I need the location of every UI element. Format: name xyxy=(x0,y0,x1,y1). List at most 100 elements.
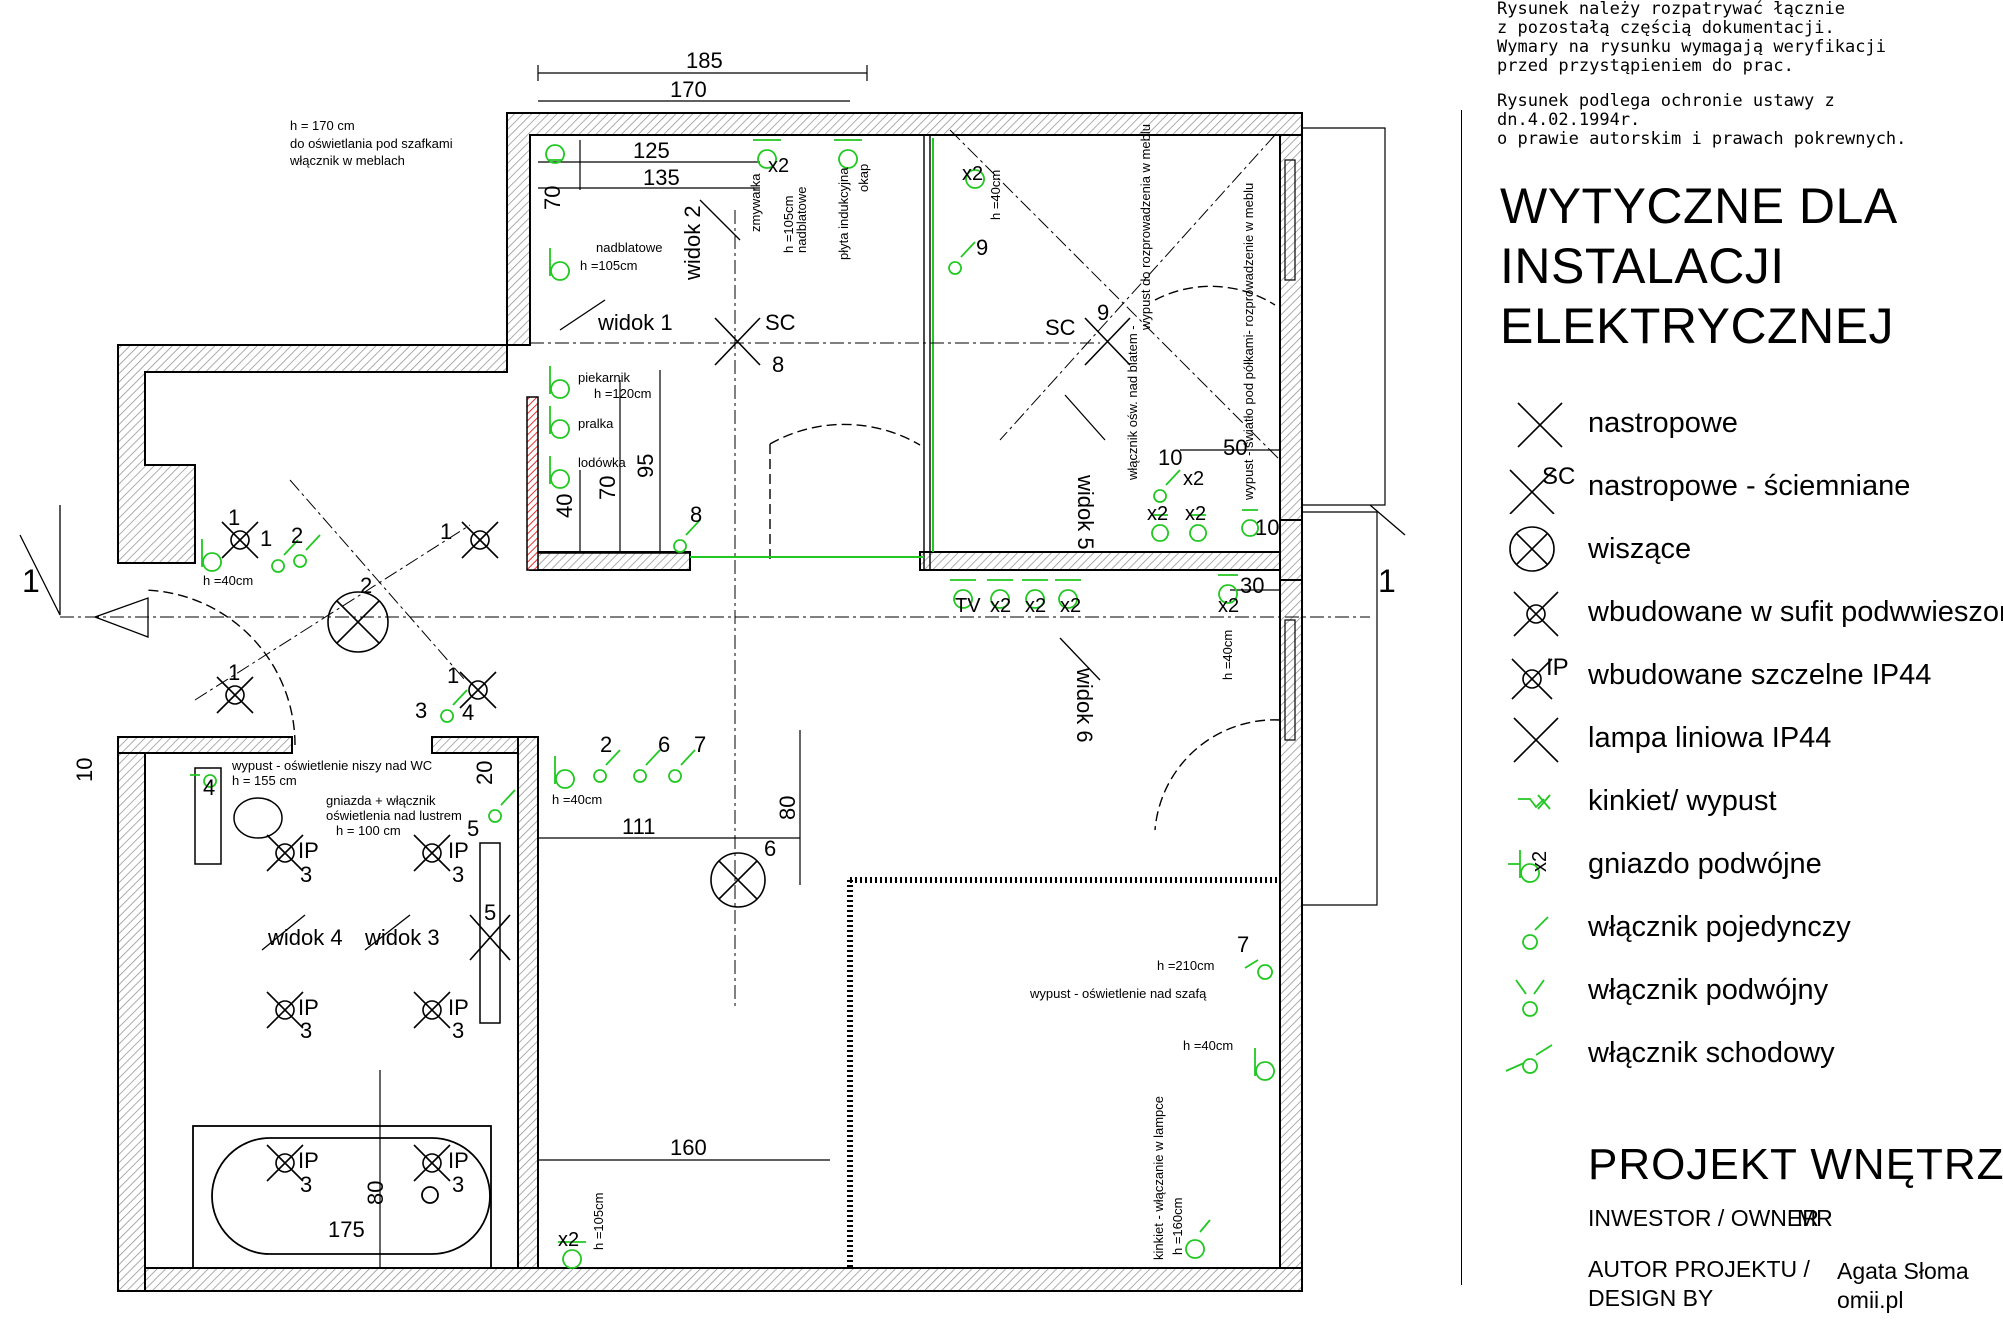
svg-text:3: 3 xyxy=(300,1018,312,1043)
legend-item-kinkiet: kinkiet/ wypust xyxy=(1500,773,2000,833)
linear-light-icon xyxy=(1513,717,1559,763)
author-label-1: AUTOR PROJEKTU / xyxy=(1588,1256,1810,1282)
double-socket-icon: x2 xyxy=(1508,850,1551,883)
svg-text:nadblatowe: nadblatowe xyxy=(794,187,809,254)
investor-value: MR xyxy=(1797,1205,1833,1231)
legend-label: włącznik schodowy xyxy=(1588,1037,1835,1069)
svg-text:4: 4 xyxy=(462,700,474,725)
svg-text:x2: x2 xyxy=(962,163,983,185)
legend-item-nastropowe: nastropowe xyxy=(1500,395,2000,455)
view-3: widok 3 xyxy=(364,925,440,950)
svg-text:1: 1 xyxy=(440,519,452,544)
investor-label: INWESTOR / OWNER xyxy=(1588,1205,1819,1231)
svg-text:zmywarka: zmywarka xyxy=(748,173,763,232)
dimension-lines xyxy=(379,65,1280,1268)
svg-text:1: 1 xyxy=(228,505,240,530)
dim-185: 185 xyxy=(686,48,723,73)
title-line: WYTYCZNE DLA xyxy=(1500,178,1898,234)
dim-111: 111 xyxy=(622,814,655,839)
svg-text:h =160cm: h =160cm xyxy=(1170,1198,1185,1255)
legend-item-wiszace: wiszące xyxy=(1500,521,2000,581)
svg-text:h =105cm: h =105cm xyxy=(781,196,796,253)
windows xyxy=(1284,127,1386,906)
svg-text:10: 10 xyxy=(1255,515,1279,540)
svg-text:kinkiet - włączanie w lampce: kinkiet - włączanie w lampce xyxy=(1151,1096,1166,1260)
svg-text:6: 6 xyxy=(658,732,670,757)
sheet-title: WYTYCZNE DLA INSTALACJI ELEKTRYCZNEJ xyxy=(1500,176,1898,356)
svg-text:h =105cm: h =105cm xyxy=(580,258,637,273)
legend-label: wbudowane w sufit podwwieszony xyxy=(1588,596,2003,628)
svg-text:h =40cm: h =40cm xyxy=(1183,1038,1233,1053)
svg-text:wypust - oświetlenie nad szafą: wypust - oświetlenie nad szafą xyxy=(1029,986,1207,1001)
bathtub xyxy=(192,1125,492,1269)
view-5: widok 5 xyxy=(1073,474,1098,550)
dim-30: 30 xyxy=(1240,573,1264,598)
svg-text:piekarnik: piekarnik xyxy=(578,370,631,385)
floor-plan: 1 1 185 170 125 135 70 95 70 40 50 30 11… xyxy=(19,48,1406,1292)
svg-text:7: 7 xyxy=(694,732,706,757)
svg-text:gniazda + włącznik: gniazda + włącznik xyxy=(326,793,436,808)
svg-text:3: 3 xyxy=(300,862,312,887)
electrical-outlets xyxy=(190,139,1275,1269)
svg-text:2: 2 xyxy=(360,573,372,598)
partitions xyxy=(144,135,1281,831)
svg-text:h =210cm: h =210cm xyxy=(1157,958,1214,973)
svg-text:wypust do rozprowadzenia w meb: wypust do rozprowadzenia w meblu xyxy=(1138,124,1153,331)
svg-text:3: 3 xyxy=(300,1172,312,1197)
note-line: o prawie autorskim i prawach pokrewnych. xyxy=(1497,129,1907,149)
staircase-switch-icon xyxy=(1505,1044,1553,1074)
recessed-light-icon xyxy=(1513,591,1559,637)
dim-70b: 70 xyxy=(595,476,620,500)
legend-item-wlacznik-sch: włącznik schodowy xyxy=(1500,1025,2000,1085)
svg-text:3: 3 xyxy=(452,1018,464,1043)
svg-text:8: 8 xyxy=(690,502,702,527)
svg-text:h =120cm: h =120cm xyxy=(594,386,651,401)
double-switch-icon xyxy=(1515,979,1545,1017)
view-6: widok 6 xyxy=(1072,667,1097,743)
svg-text:IP: IP xyxy=(448,995,469,1020)
divider xyxy=(1461,110,1462,1285)
legend-label: włącznik pojedynczy xyxy=(1588,911,1851,943)
svg-text:IP: IP xyxy=(298,1148,319,1173)
svg-text:pralka: pralka xyxy=(578,416,614,431)
dim-40: 40 xyxy=(552,494,577,518)
legend-item-wlacznik-poj: włącznik pojedynczy xyxy=(1500,899,2000,959)
svg-text:10: 10 xyxy=(1158,445,1182,470)
legend-item-nastropowe-sc: SC nastropowe - ściemniane xyxy=(1500,458,2000,518)
author-value-1: Agata Słoma xyxy=(1837,1258,1969,1284)
dim-135: 135 xyxy=(643,165,680,190)
legend-label: wbudowane szczelne IP44 xyxy=(1588,659,1932,691)
view-4: widok 4 xyxy=(267,925,343,950)
svg-text:4: 4 xyxy=(203,775,215,800)
svg-text:8: 8 xyxy=(772,352,784,377)
view-arrows xyxy=(261,199,1106,951)
svg-text:9: 9 xyxy=(976,235,988,260)
svg-text:2: 2 xyxy=(291,523,303,548)
svg-text:x2: x2 xyxy=(1060,595,1081,617)
svg-text:x2: x2 xyxy=(768,155,789,177)
dimmable-light-icon: SC xyxy=(1509,463,1575,514)
svg-text:x2: x2 xyxy=(1183,468,1204,490)
svg-text:IP: IP xyxy=(448,838,469,863)
svg-text:h = 100 cm: h = 100 cm xyxy=(336,823,401,838)
svg-text:h = 170 cm: h = 170 cm xyxy=(290,118,355,133)
legend-item-lampa-liniowa: lampa liniowa IP44 xyxy=(1500,710,2000,770)
svg-text:h =40cm: h =40cm xyxy=(1220,630,1235,680)
legend-label: gniazdo podwójne xyxy=(1588,848,1822,880)
center-lines xyxy=(60,129,1370,1010)
dim-10: 10 xyxy=(72,758,97,782)
single-switch-icon xyxy=(1522,916,1549,950)
dim-95: 95 xyxy=(633,454,658,478)
svg-text:IP: IP xyxy=(1546,654,1569,681)
svg-text:h =105cm: h =105cm xyxy=(591,1193,606,1250)
walls xyxy=(117,112,1303,1292)
svg-text:x2: x2 xyxy=(1529,851,1551,872)
svg-text:h =40cm: h =40cm xyxy=(988,170,1003,220)
svg-text:5: 5 xyxy=(467,816,479,841)
svg-text:h =40cm: h =40cm xyxy=(203,573,253,588)
svg-text:3: 3 xyxy=(452,862,464,887)
fixture-tags: SC SC IP IP IP IP IP IP xyxy=(298,310,1076,1173)
svg-text:h =40cm: h =40cm xyxy=(552,792,602,807)
svg-text:wypust - oświetlenie niszy nad: wypust - oświetlenie niszy nad WC xyxy=(231,758,432,773)
view-1: widok 1 xyxy=(597,310,673,335)
